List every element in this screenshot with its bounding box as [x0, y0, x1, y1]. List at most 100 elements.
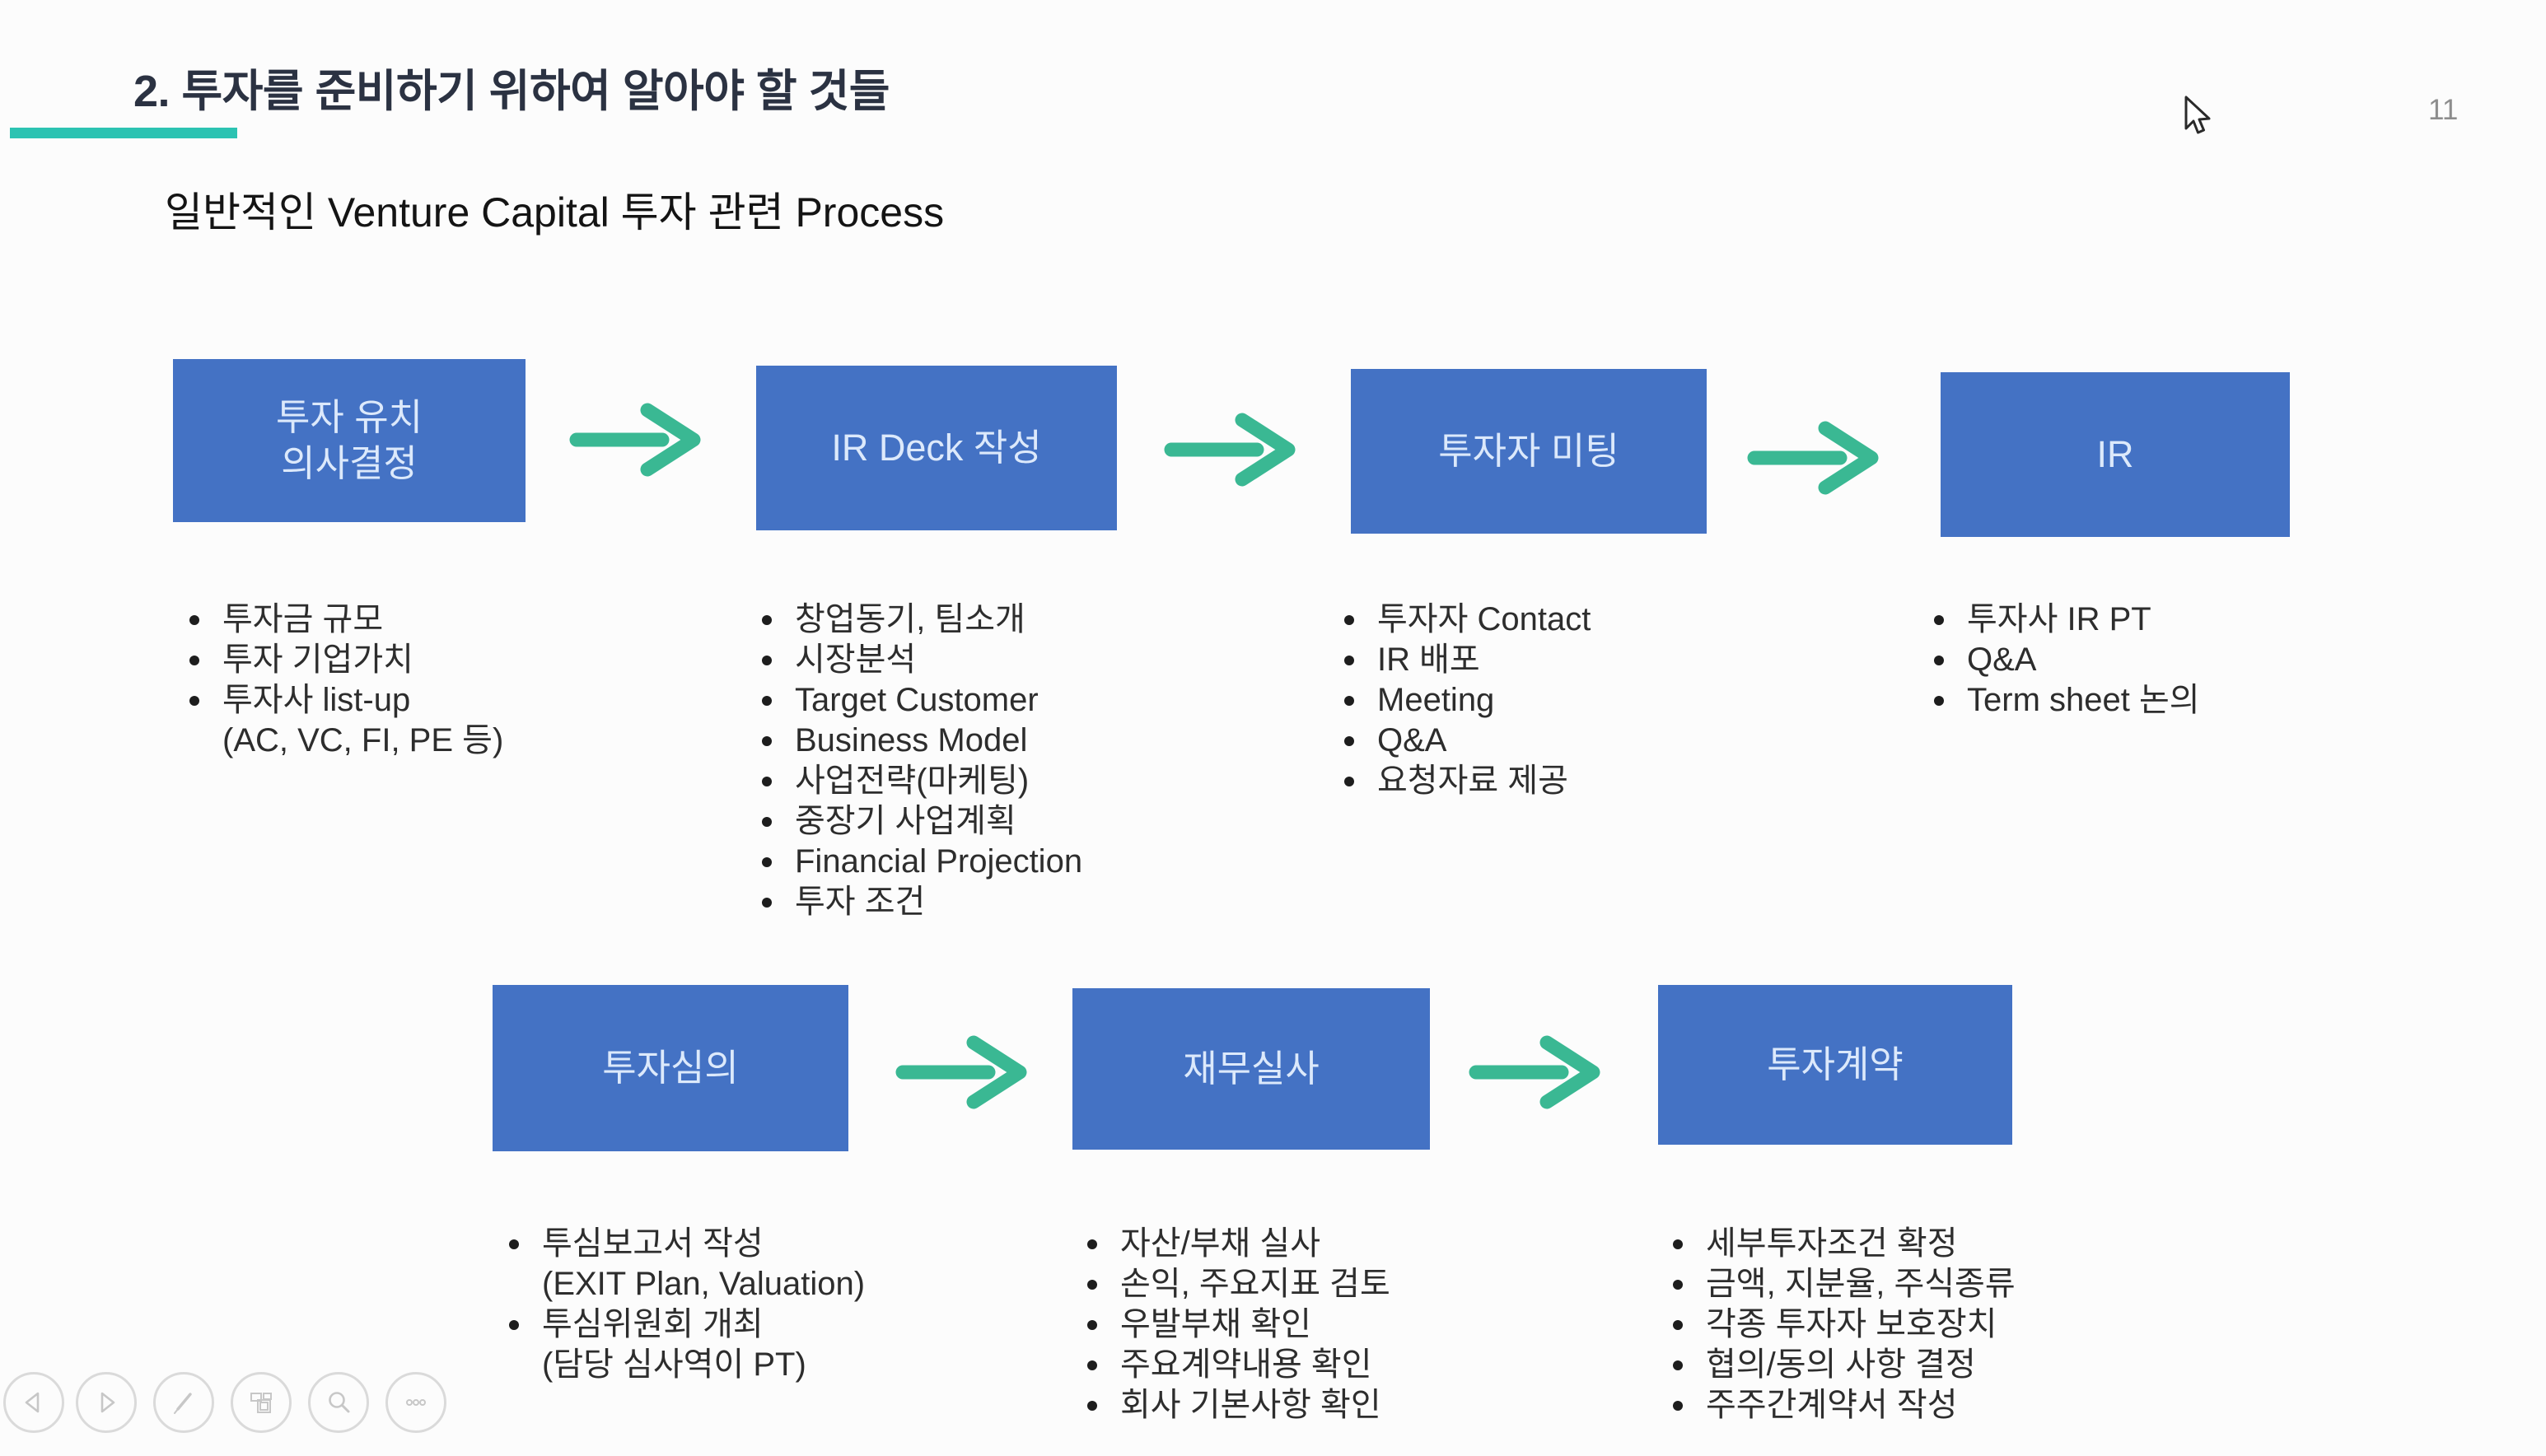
list-item-text: IR 배포 [1377, 642, 1480, 678]
bullet-list-ir: 투자사 IR PT Q&A Term sheet 논의 [1934, 600, 2200, 721]
list-item-text: 자산/부채 실사 [1120, 1225, 1321, 1262]
bullet-dot [189, 656, 199, 665]
cursor-arrow-icon [2184, 96, 2211, 134]
list-item-text: 주주간계약서 작성 [1706, 1387, 1958, 1423]
list-item: 투자금 규모 [189, 600, 503, 640]
page-number: 11 [2428, 94, 2459, 126]
list-item-text: Q&A [1967, 642, 2037, 678]
list-item-text: 투자자 Contact [1377, 601, 1591, 637]
arrow-right-icon [1164, 413, 1296, 487]
title-underline [10, 128, 237, 138]
list-item: 투자 기업가치 [189, 640, 503, 680]
list-item-text: 각종 투자자 보호장치 [1706, 1306, 1997, 1342]
list-item: Q&A [1934, 640, 2200, 680]
flow-arrow-right [1160, 400, 1308, 499]
list-item: Term sheet 논의 [1934, 680, 2200, 721]
list-item: 협의/동의 사항 결정 [1673, 1345, 2016, 1385]
bullet-dot [1087, 1360, 1097, 1370]
list-item: 세부투자조건 확정 [1673, 1224, 2016, 1264]
list-item-text: 사업전략(마케팅) [795, 763, 1030, 799]
process-box-investment-decision: 투자 유치 의사결정 [173, 359, 526, 522]
bullet-dot [1934, 656, 1944, 665]
process-box-ir-deck: IR Deck 작성 [756, 366, 1117, 530]
slide-navigator-icon [250, 1393, 272, 1413]
bullet-dot [1087, 1280, 1097, 1290]
list-item: 창업동기, 팀소개 [762, 600, 1082, 640]
list-item-text: Financial Projection [795, 843, 1083, 880]
flow-arrow-right [565, 390, 713, 489]
bullet-dot [762, 898, 772, 908]
bullet-dot [1344, 656, 1354, 665]
bullet-dot [762, 817, 772, 827]
list-item: 자산/부채 실사 [1087, 1224, 1390, 1264]
list-item-text: Target Customer [795, 682, 1039, 718]
bullet-list-investment-review: 투심보고서 작성 (EXIT Plan, Valuation) 투심위원회 개최… [509, 1224, 865, 1385]
bullet-dot [1344, 736, 1354, 746]
list-item-text: 투심위원회 개최 [542, 1306, 764, 1342]
bullet-list-investment-contract: 세부투자조건 확정 금액, 지분율, 주식종류 각종 투자자 보호장치 협의/동… [1673, 1224, 2016, 1426]
list-item: IR 배포 [1344, 640, 1591, 680]
list-item-text: 중장기 사업계획 [795, 803, 1016, 839]
list-item-text: 우발부채 확인 [1120, 1306, 1311, 1342]
bullet-dot [762, 656, 772, 665]
bullet-dot [1087, 1239, 1097, 1249]
box-label-line: 투자계약 [1767, 1043, 1904, 1085]
bullet-dot [1344, 615, 1354, 625]
bullet-dot [762, 736, 772, 746]
list-item-text: Q&A [1377, 722, 1447, 758]
process-box-investment-review: 투자심의 [493, 985, 848, 1151]
list-item-text: 투자사 IR PT [1967, 601, 2151, 637]
list-item-text: 세부투자조건 확정 [1706, 1225, 1958, 1262]
zoom-button[interactable] [308, 1372, 369, 1433]
process-box-ir: IR [1941, 372, 2290, 537]
magnifier-icon [329, 1392, 350, 1413]
bullet-dot [1934, 696, 1944, 706]
list-item-text: 투자사 list-up [222, 682, 411, 718]
bullet-dot [1934, 615, 1944, 625]
list-item-text: 시장분석 [795, 642, 917, 678]
list-item: 금액, 지분율, 주식종류 [1673, 1264, 2016, 1304]
chevron-left-icon [25, 1392, 40, 1413]
arrow-right-icon [1469, 1035, 1600, 1109]
bullet-list-investment-decision: 투자금 규모 투자 기업가치 투자사 list-up (AC, VC, FI, … [189, 600, 503, 761]
more-options-button[interactable] [385, 1372, 446, 1433]
process-box-investor-meeting: 투자자 미팅 [1351, 369, 1707, 534]
list-item: Meeting [1344, 680, 1591, 721]
list-item-text: 투자금 규모 [222, 601, 384, 637]
bullet-list-ir-deck: 창업동기, 팀소개 시장분석 Target Customer Business … [762, 600, 1082, 922]
list-item-continuation: (EXIT Plan, Valuation) [542, 1266, 866, 1302]
list-item-continuation: (담당 심사역이 PT) [542, 1346, 806, 1383]
list-item: 손익, 주요지표 검토 [1087, 1264, 1390, 1304]
list-item-text: 창업동기, 팀소개 [795, 601, 1025, 637]
chevron-right-icon [100, 1392, 115, 1413]
arrow-right-icon [1747, 421, 1879, 495]
bullet-list-investor-meeting: 투자자 Contact IR 배포 Meeting Q&A 요청자료 제공 [1344, 600, 1591, 801]
flow-arrow-right [891, 1023, 1039, 1122]
pen-icon [174, 1393, 192, 1414]
list-item-text: 협의/동의 사항 결정 [1706, 1346, 1976, 1383]
bullet-dot [762, 615, 772, 625]
list-item-text: 요청자료 제공 [1377, 763, 1568, 799]
arrow-right-icon [569, 403, 701, 477]
list-item: Business Model [762, 721, 1082, 761]
list-item-text: 금액, 지분율, 주식종류 [1706, 1266, 2016, 1302]
bullet-list-financial-due-diligence: 자산/부채 실사 손익, 주요지표 검토 우발부채 확인 주요계약내용 확인 회… [1087, 1224, 1390, 1426]
bullet-dot [762, 777, 772, 786]
ellipsis-icon [406, 1399, 426, 1406]
pen-button[interactable] [153, 1372, 214, 1433]
list-item: Target Customer [762, 680, 1082, 721]
list-item-text: 회사 기본사항 확인 [1120, 1387, 1381, 1423]
previous-slide-button[interactable] [3, 1372, 64, 1433]
list-item: 시장분석 [762, 640, 1082, 680]
list-item: 중장기 사업계획 [762, 801, 1082, 842]
flow-arrow-right [1465, 1023, 1613, 1122]
slide-navigator-button[interactable] [231, 1372, 292, 1433]
list-item: 투자 조건 [762, 882, 1082, 922]
bullet-dot [762, 696, 772, 706]
arrow-right-icon [895, 1035, 1027, 1109]
box-label-line: 투자 유치 [275, 396, 423, 438]
list-item: 각종 투자자 보호장치 [1673, 1304, 2016, 1345]
bullet-dot [1673, 1239, 1683, 1249]
next-slide-button[interactable] [76, 1372, 137, 1433]
list-item-text: Meeting [1377, 682, 1495, 718]
